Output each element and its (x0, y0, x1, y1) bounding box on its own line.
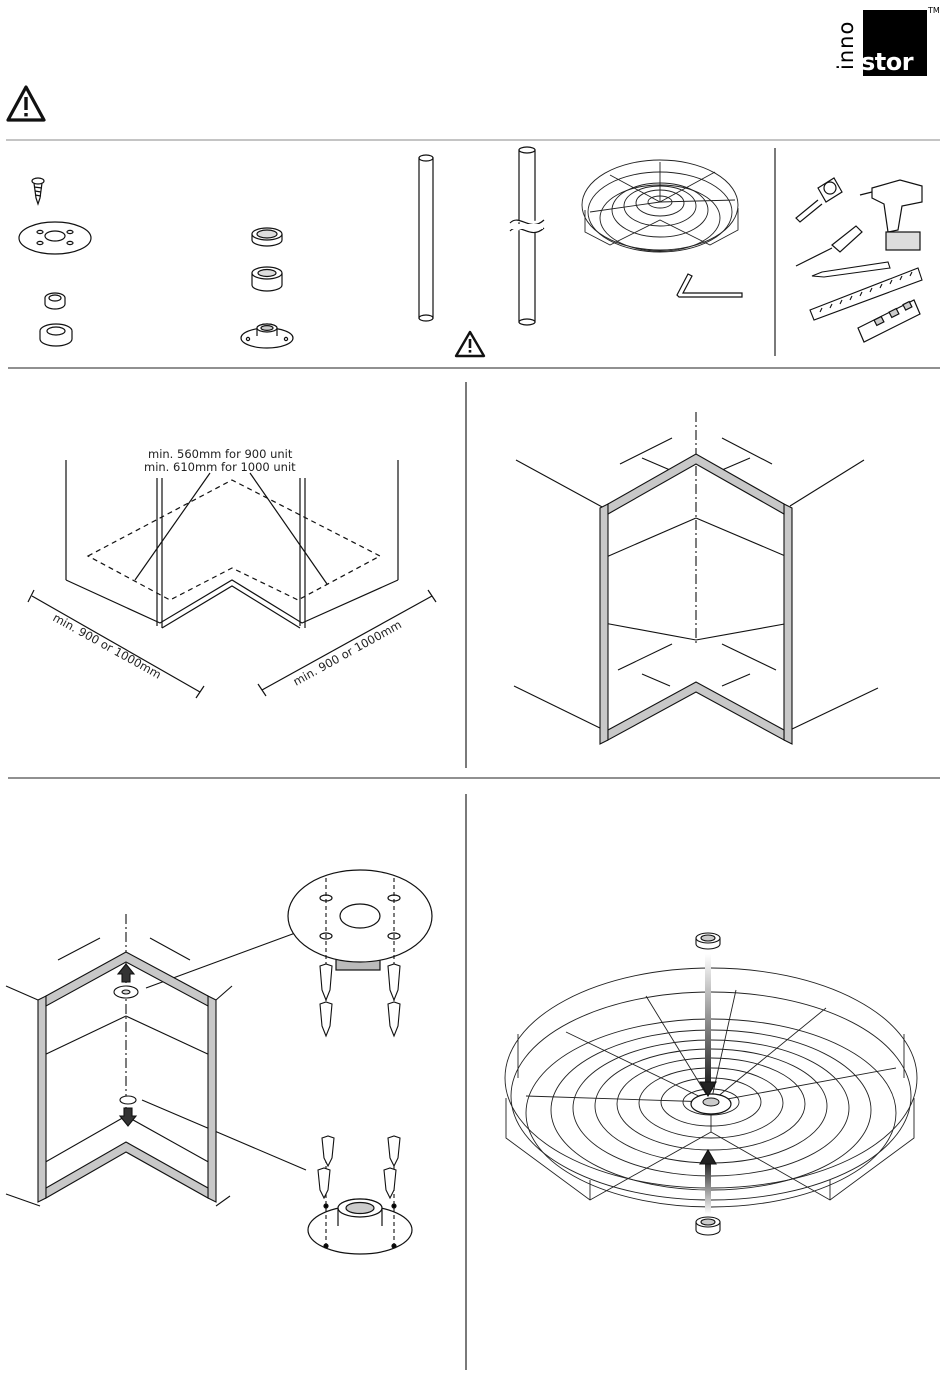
parts-list (0, 140, 950, 368)
flange-part (241, 324, 293, 348)
bushing-part (252, 228, 282, 246)
collar-ring-part (40, 324, 72, 346)
width-label-left: min. 900 or 1000mm (51, 610, 164, 681)
basket-part (582, 160, 738, 252)
cabinet-dimensions-diagram: min. 560mm for 900 unit min. 610mm for 1… (0, 368, 466, 778)
flange-detail (308, 1199, 412, 1254)
depth-label-900: min. 560mm for 900 unit (148, 447, 293, 461)
base-plate-part (19, 222, 91, 254)
width-label-right: min. 900 or 1000mm (291, 617, 404, 688)
basket-assembly-diagram (466, 778, 950, 1378)
depth-label-1000: min. 610mm for 1000 unit (144, 460, 296, 474)
allen-key-part (677, 274, 742, 297)
sleeve-bushing-part (252, 267, 282, 291)
pencil-icon (812, 262, 890, 277)
short-pole-part (419, 155, 433, 321)
drill-icon (860, 180, 922, 250)
fixing-plates-diagram (0, 778, 466, 1378)
small-ring-part (45, 293, 65, 309)
base-plate-detail (288, 870, 432, 970)
screw-part (32, 178, 44, 204)
screwdriver-icon (796, 226, 862, 266)
centre-line-diagram (466, 368, 950, 778)
tape-measure-icon (796, 178, 842, 222)
spirit-level-icon (858, 300, 920, 342)
long-pole-part (510, 147, 544, 325)
warning-triangle-icon (456, 332, 484, 356)
